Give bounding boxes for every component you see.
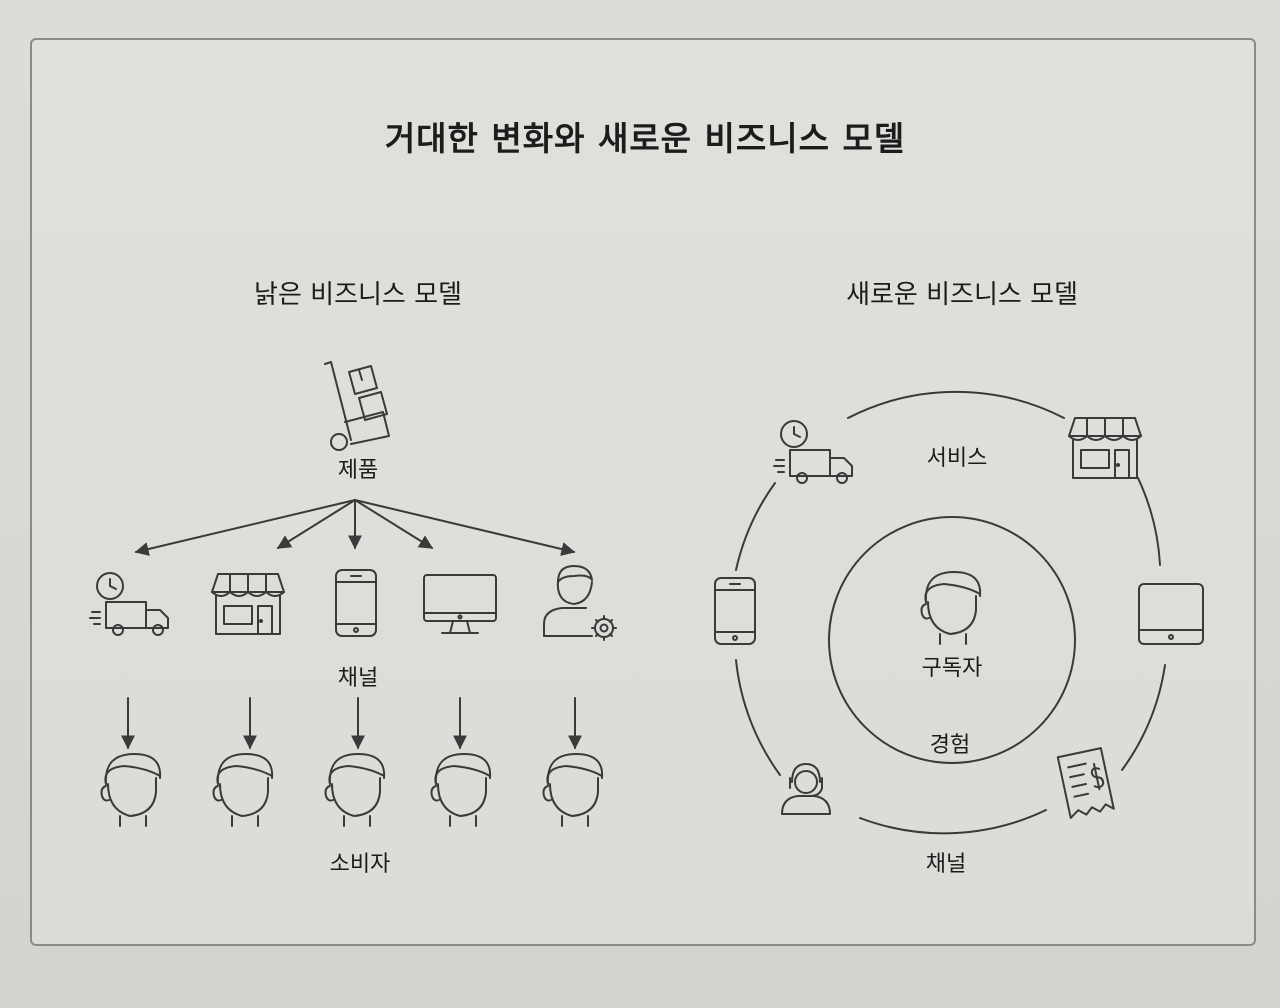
channel-arrows [121,697,582,750]
service-label: 서비스 [926,446,988,471]
consumer-head-icon [542,753,604,827]
inner-ring [828,516,1076,764]
page-title: 거대한 변화와 새로운 비즈니스 모델 [384,119,906,158]
receipt-dollar-icon [1056,747,1115,819]
new-channel-label: 채널 [925,852,967,877]
consumer-head-icon [430,753,492,827]
smartphone-icon [714,577,756,645]
old-model-title: 낡은 비즈니스 모델 [254,280,462,310]
consumer-head-icon [100,753,162,827]
storefront-icon [1068,417,1142,479]
headset-agent-icon [781,763,831,815]
outer-ring [735,390,1166,835]
subscriber-head-icon [920,571,982,645]
consumer-label: 소비자 [329,852,391,877]
delivery-truck-clock-icon [89,572,169,636]
monitor-icon [423,574,497,634]
smartphone-icon [335,569,377,637]
user-gear-icon [543,565,617,641]
delivery-truck-clock-icon [773,420,853,484]
subscriber-label: 구독자 [921,656,983,681]
product-arrows [134,499,576,556]
tablet-icon [1138,583,1204,645]
consumer-head-icon [212,753,274,827]
new-model-title: 새로운 비즈니스 모델 [846,280,1078,310]
diagram-frame [30,38,1256,946]
hand-truck-icon [324,361,390,451]
product-label: 제품 [337,458,379,483]
experience-label: 경험 [929,733,971,758]
storefront-icon [211,573,285,635]
consumer-head-icon [324,753,386,827]
old-channel-label: 채널 [337,666,379,691]
